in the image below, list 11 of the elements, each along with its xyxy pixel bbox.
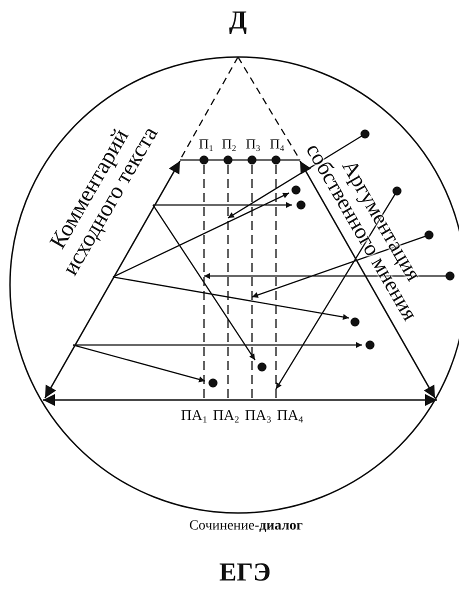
- point-label: П$_{1}$: [198, 138, 214, 154]
- circle-caption: Сочинение-диалог: [189, 520, 303, 534]
- point-label: ПА$_{3}$: [244, 409, 272, 425]
- point-label: ПА$_{1}$: [180, 409, 208, 425]
- bottom-title: ЕГЭ: [219, 558, 271, 586]
- point-label: ПА$_{4}$: [276, 409, 304, 425]
- top-letter: Д: [229, 6, 247, 34]
- point-label: П$_{4}$: [270, 138, 284, 154]
- point-label: ПА$_{2}$: [212, 409, 240, 425]
- point-label: П$_{3}$: [246, 138, 260, 154]
- point-label: П$_{2}$: [222, 138, 236, 154]
